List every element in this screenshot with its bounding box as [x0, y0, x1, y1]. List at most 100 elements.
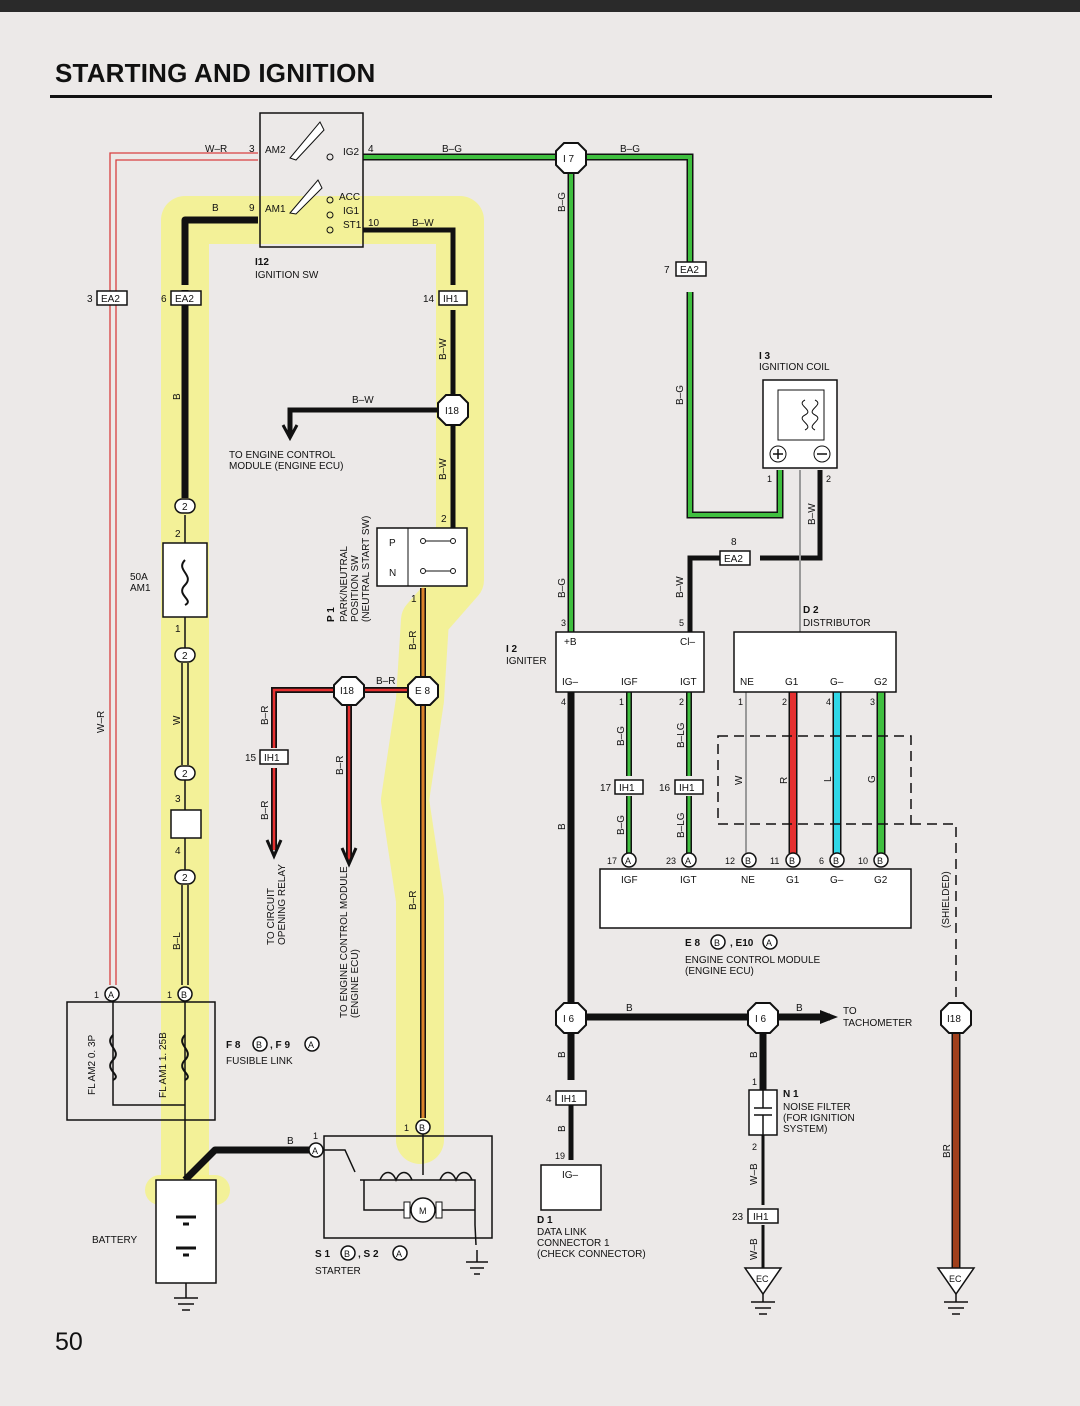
wire-label-bg-v4: B–G — [616, 726, 627, 746]
pin-2-park: 2 — [441, 514, 447, 525]
starter-ref-b: B — [344, 1249, 350, 1259]
ecm-pin-b1: B — [745, 856, 751, 866]
ih1-b: IH1 — [264, 753, 280, 764]
wire-label-b-w-top: B–W — [412, 218, 434, 229]
fusible-ref: F 8 — [226, 1040, 241, 1051]
igniter — [555, 631, 705, 693]
noise-2: (FOR IGNITION — [783, 1113, 855, 1124]
ih1-c: IH1 — [619, 783, 635, 794]
pin-3-ign: 3 — [561, 618, 566, 628]
noise-1: NOISE FILTER — [783, 1102, 851, 1113]
ecm-pin-b2: B — [789, 856, 795, 866]
ecm-pin-b3: B — [833, 856, 839, 866]
page-title: STARTING AND IGNITION — [55, 58, 376, 88]
connector-ih1 — [259, 290, 779, 1224]
fusible-name: FUSIBLE LINK — [226, 1056, 293, 1067]
label-st1: ST1 — [343, 220, 362, 231]
pin-23-ecm: 23 — [666, 856, 676, 866]
ignition-coil-name: IGNITION COIL — [759, 362, 830, 373]
igniter-name: IGNITER — [506, 656, 547, 667]
wire-label-blg-v1: B–LG — [676, 722, 687, 748]
pin-3-sw: 3 — [249, 144, 255, 155]
wire-label-wb-v1: W–B — [749, 1163, 760, 1185]
pin-1-fuse: 1 — [175, 624, 181, 635]
pin-8-ea2: 8 — [731, 537, 737, 548]
dlc-ign: IG– — [562, 1170, 579, 1181]
ignition-coil-id: I 3 — [759, 351, 771, 362]
noise-3: SYSTEM) — [783, 1124, 827, 1135]
wire-label-bw-v4: B–W — [675, 576, 686, 598]
pin-1-coil: 1 — [767, 474, 772, 484]
fusible-ref-b: B — [256, 1040, 262, 1050]
pin-11-ecm: 11 — [770, 856, 779, 866]
igniter-id: I 2 — [506, 644, 518, 655]
fusible-ref-circle-b — [252, 1036, 268, 1052]
wire-label-l-dist: L — [823, 776, 834, 782]
i6-label-b: I 6 — [755, 1014, 767, 1025]
pin-7-ea2: 7 — [664, 265, 670, 276]
to-ecm-v2: (ENGINE ECU) — [350, 949, 361, 1018]
ih1-a: IH1 — [443, 294, 459, 305]
wire-label-b-v2: B — [557, 823, 568, 830]
wire-label-blg-v2: B–LG — [676, 812, 687, 838]
conn-2a: 2 — [182, 502, 188, 513]
ecm-ref2: , E10 — [730, 938, 754, 949]
wire-label-b-g-top2: B–G — [620, 144, 640, 155]
ignition-sw-id: I12 — [255, 257, 269, 268]
ecm-ref-a: A — [766, 938, 772, 948]
fl-pin-a: A — [108, 990, 114, 1000]
ecm-ref-circle-a — [762, 934, 778, 950]
battery — [155, 1179, 217, 1311]
park-n: N — [389, 568, 396, 579]
pin-4-ih1: 4 — [546, 1094, 552, 1105]
fusible-ref-a: A — [308, 1040, 314, 1050]
wire-b-main — [181, 216, 316, 1183]
ea2-bottom: EA2 — [724, 554, 743, 565]
arrow-to-ecm-icon — [281, 424, 299, 442]
starter-ref-circle-b — [340, 1245, 356, 1261]
to-ecm-2: MODULE (ENGINE ECU) — [229, 461, 343, 472]
wire-label-bg-v3: B–G — [675, 385, 686, 405]
pin-1-starter-a: 1 — [313, 1131, 318, 1141]
ecm-igf: IGF — [621, 875, 638, 886]
wire-w-r — [109, 152, 258, 985]
fuse-am1-label: AM1 — [130, 583, 151, 594]
ecm-g1: G1 — [786, 875, 800, 886]
wire-label-br-v2: B–R — [408, 891, 419, 910]
wire-label-b-v3: B — [557, 1051, 568, 1058]
e8-label: E 8 — [415, 686, 430, 697]
wire-label-b-h3: B — [287, 1136, 294, 1147]
pin-10-ecm: 10 — [858, 856, 868, 866]
dist-g1: G1 — [785, 677, 799, 688]
top-bar — [0, 0, 1080, 12]
wire-label-w-r-top: W–R — [205, 144, 227, 155]
junction-octagons — [333, 142, 972, 1034]
dist-ne: NE — [740, 677, 754, 688]
to-tach-2: TACHOMETER — [843, 1018, 912, 1029]
ecm-g2: G2 — [874, 875, 888, 886]
i18-label-a: I18 — [445, 406, 459, 417]
ih1-d: IH1 — [679, 783, 695, 794]
ecm-ref: E 8 — [685, 938, 700, 949]
starter-ref2: , S 2 — [358, 1249, 379, 1260]
ec-label-b: EC — [949, 1274, 962, 1284]
wire-label-b-h1: B — [626, 1003, 633, 1014]
pin-6-ecm: 6 — [819, 856, 824, 866]
pin-2-fuse: 2 — [175, 529, 181, 540]
pin-17-ecm: 17 — [607, 856, 617, 866]
pin-9-sw: 9 — [249, 203, 255, 214]
pin-1-fl-a: 1 — [94, 990, 99, 1000]
wire-label-bl-v: B–L — [172, 932, 183, 950]
to-ecm-1: TO ENGINE CONTROL — [229, 450, 336, 461]
to-circuit-2: OPENING RELAY — [277, 864, 288, 945]
ecm-ne: NE — [741, 875, 755, 886]
i18-label-b: I18 — [340, 686, 354, 697]
pin-4-dist: 4 — [826, 697, 831, 707]
pin-1-starter-b: 1 — [404, 1123, 409, 1133]
ecm-gm: G– — [830, 875, 844, 886]
fuse-50a — [162, 542, 208, 839]
fusible-link — [66, 986, 216, 1180]
ec-label-a: EC — [756, 1274, 769, 1284]
pin-17-ih1: 17 — [600, 783, 612, 794]
pin-2-noise: 2 — [752, 1142, 757, 1152]
